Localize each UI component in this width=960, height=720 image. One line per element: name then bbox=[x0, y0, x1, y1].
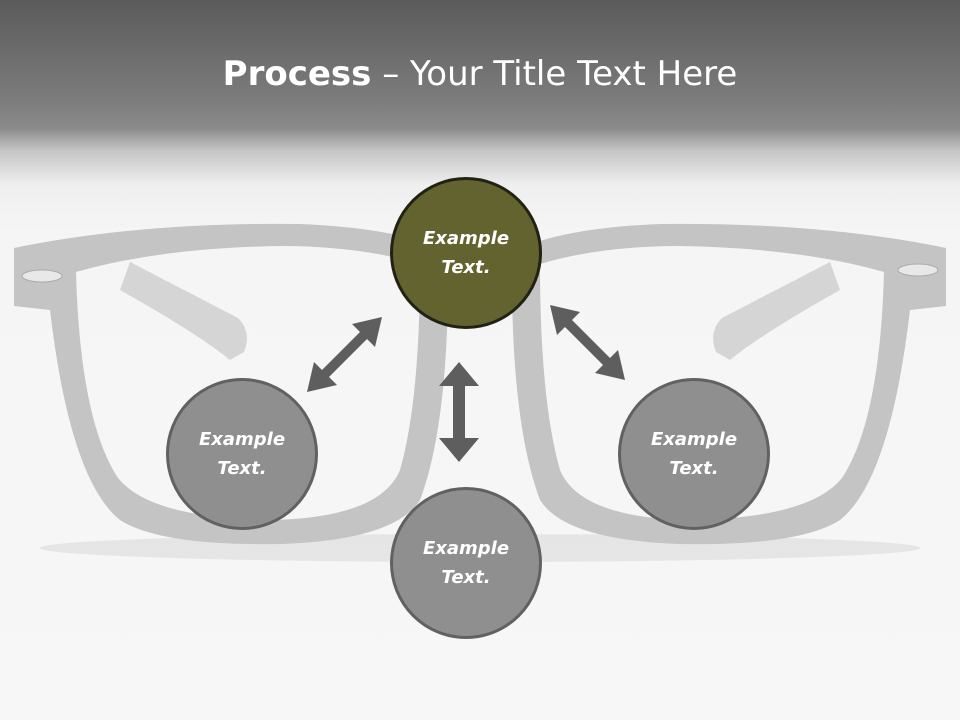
arrow-right-diagonal-icon bbox=[550, 305, 625, 380]
node-bottom-line2: Text. bbox=[441, 567, 491, 588]
node-left-label: Example Text. bbox=[187, 425, 297, 483]
arrow-left-diagonal-icon bbox=[307, 317, 382, 392]
node-top-line1: Example bbox=[422, 228, 510, 249]
process-node-bottom[interactable]: Example Text. bbox=[390, 487, 542, 639]
node-right-label: Example Text. bbox=[639, 425, 749, 483]
node-left-line1: Example bbox=[198, 429, 286, 450]
process-node-left[interactable]: Example Text. bbox=[166, 378, 318, 530]
arrow-vertical-icon bbox=[439, 362, 479, 462]
title-regular-part: Your Title Text Here bbox=[410, 54, 738, 94]
process-node-top[interactable]: Example Text. bbox=[390, 177, 542, 329]
title-bold-part: Process bbox=[222, 54, 372, 94]
node-right-line1: Example bbox=[650, 429, 738, 450]
node-top-label: Example Text. bbox=[411, 224, 521, 282]
title-separator: – bbox=[371, 54, 411, 94]
node-right-line2: Text. bbox=[669, 458, 719, 479]
page-title: Process – Your Title Text Here bbox=[0, 52, 960, 96]
node-bottom-label: Example Text. bbox=[411, 534, 521, 592]
node-left-line2: Text. bbox=[217, 458, 267, 479]
node-top-line2: Text. bbox=[441, 257, 491, 278]
node-bottom-line1: Example bbox=[422, 538, 510, 559]
process-node-right[interactable]: Example Text. bbox=[618, 378, 770, 530]
